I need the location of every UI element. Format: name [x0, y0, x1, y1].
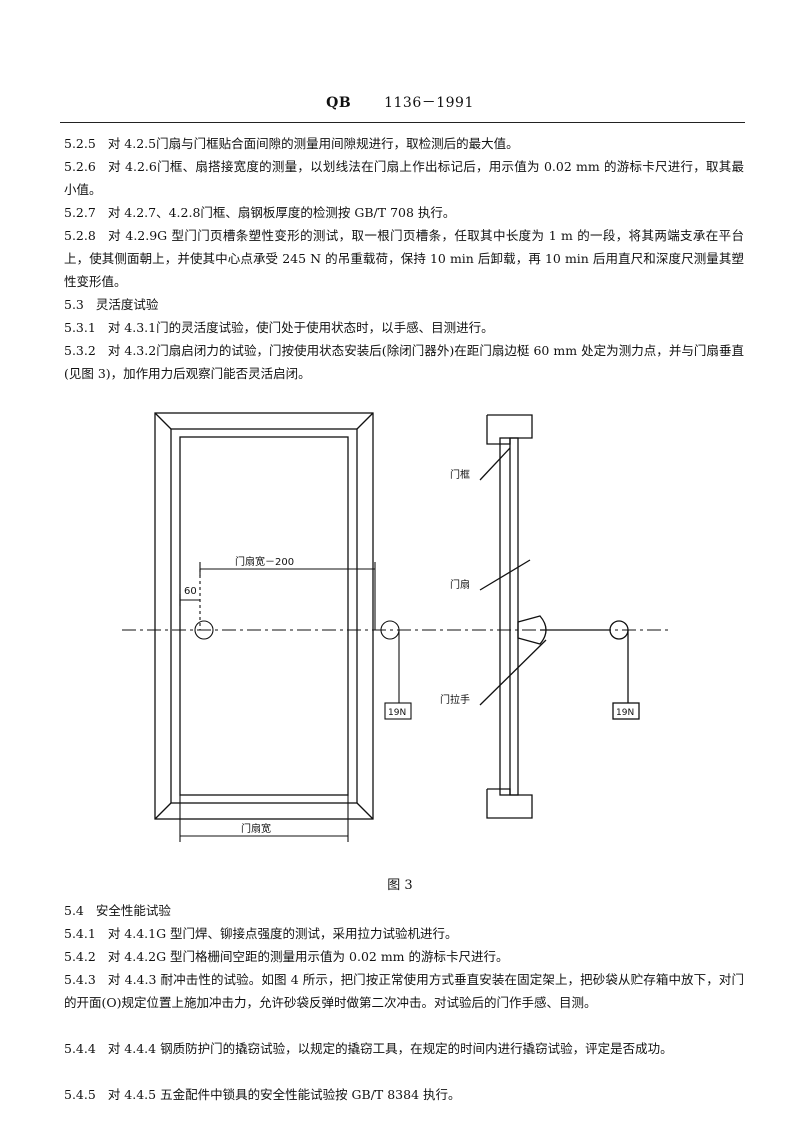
figure-caption: 图 3	[387, 878, 413, 893]
clause-number: 5.3	[64, 297, 84, 312]
clause-text: 对 4.2.9G 型门门页槽条塑性变形的测试，取一根门页槽条，任取其中长度为 1…	[64, 228, 744, 289]
clause-number: 5.2.5	[64, 136, 96, 151]
clause-text: 对 4.2.6门框、扇搭接宽度的测量，以划线法在门扇上作出标记后，用示值为 0.…	[64, 159, 744, 197]
section-5-4-heading: 5.4 安全性能试验	[64, 899, 744, 922]
label-weight-front: 19N	[388, 708, 406, 718]
standard-number: 1136－1991	[384, 95, 474, 111]
paragraph-5-3-1: 5.3.1 对 4.3.1门的灵活度试验，使门处于使用状态时，以手感、目测进行。	[64, 316, 744, 339]
label-handle: 门拉手	[440, 693, 470, 706]
clause-text: 对 4.3.2门扇启闭力的试验，门按使用状态安装后(除闭门器外)在距门扇边梃 6…	[64, 343, 744, 381]
section-5-3-heading: 5.3 灵活度试验	[64, 293, 744, 316]
page-header: QB 1136－1991	[0, 92, 800, 112]
clause-number: 5.4.2	[64, 949, 96, 964]
clause-number: 5.4.4	[64, 1041, 96, 1056]
paragraph-5-4-2: 5.4.2 对 4.4.2G 型门格栅间空距的测量用示值为 0.02 mm 的游标…	[64, 945, 744, 968]
paragraph-5-4-4: 5.4.4 对 4.4.4 钢质防护门的撬窃试验，以规定的撬窃工具，在规定的时间内…	[64, 1037, 744, 1060]
label-weight-side: 19N	[616, 708, 634, 718]
clause-text: 对 4.3.1门的灵活度试验，使门处于使用状态时，以手感、目测进行。	[107, 320, 494, 335]
door-outer-frame	[154, 412, 374, 820]
clause-text: 对 4.4.3 耐冲击性的试验。如图 4 所示，把门按正常使用方式垂直安装在固定…	[64, 972, 744, 1010]
header-rule	[60, 122, 745, 123]
force-point-circle	[194, 620, 214, 640]
weight-front	[384, 702, 412, 720]
label-door-width: 门扇宽	[241, 822, 271, 835]
clause-text: 灵活度试验	[95, 297, 159, 312]
clause-text: 对 4.2.7、4.2.8门框、扇钢板厚度的检测按 GB/T 708 执行。	[107, 205, 456, 220]
clause-text: 安全性能试验	[95, 903, 171, 918]
clause-number: 5.2.8	[64, 228, 96, 243]
door-handle	[517, 615, 547, 645]
clause-number: 5.4.1	[64, 926, 96, 941]
paragraph-5-2-7: 5.2.7 对 4.2.7、4.2.8门框、扇钢板厚度的检测按 GB/T 708 …	[64, 201, 744, 224]
label-frame: 门框	[450, 468, 470, 481]
clause-text: 对 4.4.1G 型门焊、铆接点强度的测试，采用拉力试验机进行。	[107, 926, 458, 941]
label-door-width-minus-200: 门扇宽－200	[235, 555, 294, 568]
label-60: 60	[184, 586, 197, 597]
clause-number: 5.2.6	[64, 159, 96, 174]
clause-number: 5.4	[64, 903, 84, 918]
paragraph-5-4-5: 5.4.5 对 4.4.5 五金配件中锁具的安全性能试验按 GB/T 8384 执…	[64, 1083, 744, 1106]
clause-text: 对 4.2.5门扇与门框贴合面间隙的测量用间隙规进行，取检测后的最大值。	[107, 136, 519, 151]
door-leaf-panel	[179, 436, 349, 796]
paragraph-5-2-5: 5.2.5 对 4.2.5门扇与门框贴合面间隙的测量用间隙规进行，取检测后的最大值…	[64, 132, 744, 155]
clause-number: 5.4.5	[64, 1087, 96, 1102]
weight-side	[612, 702, 640, 720]
label-leaf: 门扇	[450, 578, 470, 591]
clause-number: 5.4.3	[64, 972, 96, 987]
clause-text: 对 4.4.4 钢质防护门的撬窃试验，以规定的撬窃工具，在规定的时间内进行撬窃试…	[107, 1041, 673, 1056]
clause-text: 对 4.4.2G 型门格栅间空距的测量用示值为 0.02 mm 的游标卡尺进行。	[107, 949, 509, 964]
door-frame-inner	[170, 428, 358, 804]
paragraph-5-4-1: 5.4.1 对 4.4.1G 型门焊、铆接点强度的测试，采用拉力试验机进行。	[64, 922, 744, 945]
clause-text: 对 4.4.5 五金配件中锁具的安全性能试验按 GB/T 8384 执行。	[107, 1087, 461, 1102]
standard-code: QB	[326, 95, 352, 111]
clause-number: 5.3.1	[64, 320, 96, 335]
clause-number: 5.2.7	[64, 205, 96, 220]
clause-number: 5.3.2	[64, 343, 96, 358]
side-door-leaf	[499, 437, 519, 796]
